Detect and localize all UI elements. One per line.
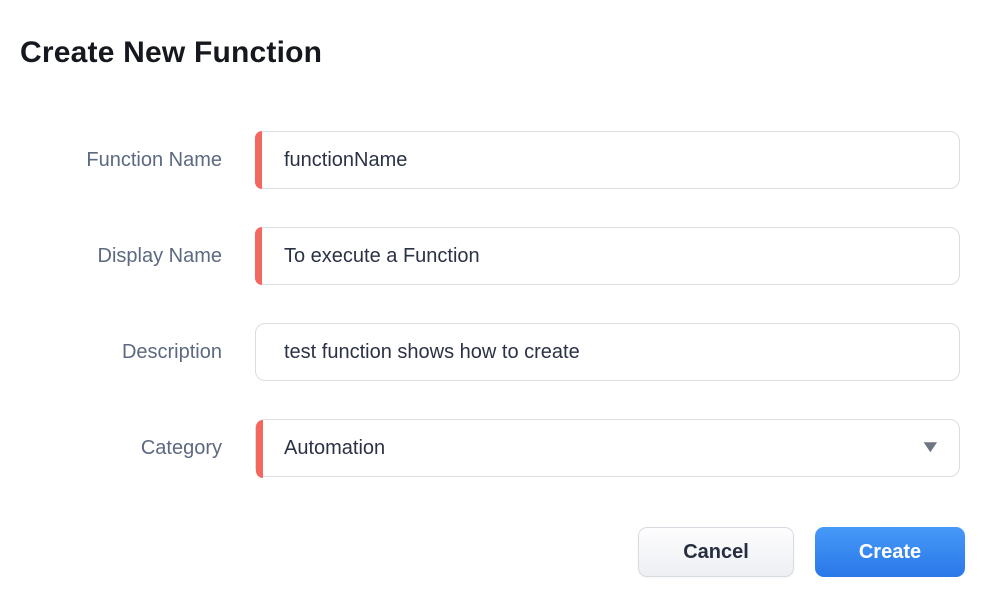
dialog-footer: Cancel Create — [638, 527, 965, 577]
description-control — [255, 323, 960, 381]
chevron-down-icon: ▼ — [919, 437, 942, 456]
function-name-input[interactable] — [255, 131, 960, 189]
display-name-label: Display Name — [97, 245, 222, 267]
field-row-description: Description — [20, 323, 960, 381]
function-name-control — [255, 131, 960, 189]
page-title: Create New Function — [20, 36, 323, 69]
description-label: Description — [121, 341, 222, 363]
create-button[interactable]: Create — [815, 527, 965, 577]
category-label: Category — [140, 437, 222, 459]
description-input[interactable] — [255, 323, 960, 381]
required-indicator — [255, 131, 262, 189]
category-control: Automation ▼ — [255, 419, 960, 478]
cancel-button[interactable]: Cancel — [638, 527, 794, 577]
display-name-control — [255, 227, 960, 285]
function-name-label: Function Name — [86, 149, 222, 171]
required-indicator — [256, 420, 263, 478]
category-selected-value: Automation — [284, 437, 386, 459]
display-name-input[interactable] — [255, 227, 960, 285]
field-row-category: Category Automation ▼ — [20, 419, 960, 478]
field-row-display-name: Display Name — [20, 227, 960, 285]
field-row-function-name: Function Name — [20, 131, 960, 189]
category-select[interactable]: Automation ▼ — [255, 419, 960, 478]
required-indicator — [255, 227, 262, 285]
